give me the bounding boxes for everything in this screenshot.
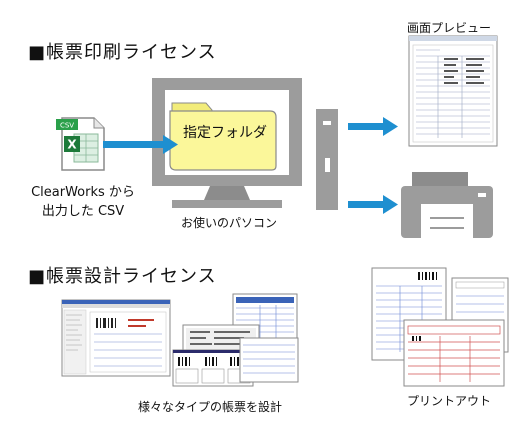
printout-caption: プリントアウト	[406, 394, 491, 408]
arrow-to-preview-head	[383, 117, 398, 136]
excel-x-icon	[64, 136, 80, 152]
pc-caption: お使いのパソコン	[180, 216, 277, 230]
printed-forms-stack	[371, 267, 509, 387]
arrow-to-printer	[348, 201, 384, 208]
preview-caption: 画面プレビュー	[406, 21, 491, 35]
design-caption: 様々なタイプの帳票を設計	[137, 400, 282, 414]
excel-letter: X	[67, 138, 77, 152]
folder-icon	[169, 102, 277, 171]
design-sample-form-white	[239, 337, 299, 383]
csv-caption-line2: 出力した CSV	[41, 204, 125, 219]
flow-arrows	[103, 117, 398, 214]
csv-file-icon: X CSV	[56, 117, 105, 171]
arrow-csv-to-folder	[103, 141, 165, 148]
print-license-heading: ■帳票印刷ライセンス	[28, 42, 217, 63]
csv-badge: CSV	[60, 122, 74, 130]
arrow-to-preview	[348, 123, 384, 130]
arrow-csv-to-folder-head	[163, 135, 178, 154]
design-license-heading: ■帳票設計ライセンス	[28, 266, 217, 287]
screen-preview-thumbnail	[408, 35, 498, 147]
arrow-to-printer-head	[383, 195, 398, 214]
designer-screenshot-main	[61, 299, 171, 377]
printer-icon	[401, 172, 493, 240]
pc-tower-icon	[316, 109, 338, 210]
csv-caption-line1: ClearWorks から	[31, 185, 135, 200]
folder-label: 指定フォルダ	[183, 125, 267, 141]
